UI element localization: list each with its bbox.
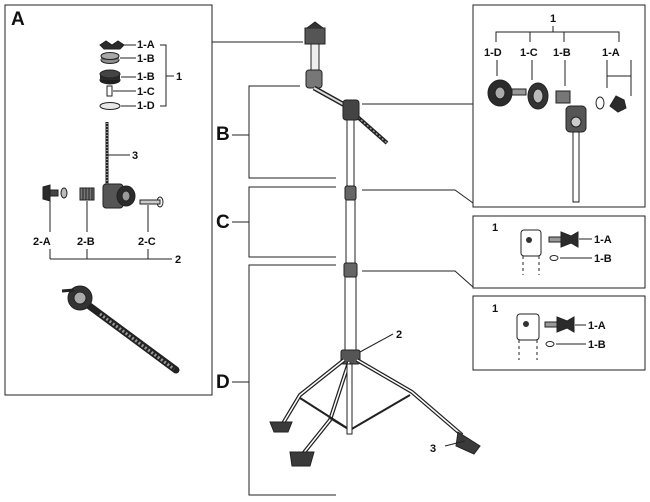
label-1c: 1-C xyxy=(137,86,155,98)
label-1d: 1-D xyxy=(137,100,155,112)
part-1c-sleeve xyxy=(106,85,113,97)
label-2a: 2-A xyxy=(33,236,51,248)
part-boom-rod-assembly xyxy=(61,285,180,374)
section-b-letter: B xyxy=(216,124,230,145)
top-right-label-1c: 1-C xyxy=(520,47,538,59)
label-1b-top: 1-B xyxy=(137,53,155,65)
top-right-label-1b: 1-B xyxy=(553,47,571,59)
label-1a: 1-A xyxy=(137,39,155,51)
panel-low-right-frame xyxy=(472,295,646,371)
label-3: 3 xyxy=(132,150,138,162)
mid-right-label-1b: 1-B xyxy=(594,253,612,265)
stand-callout-3: 3 xyxy=(430,443,436,455)
top-right-group-label: 1 xyxy=(550,13,556,25)
part-2c-bolt xyxy=(139,196,164,208)
low-right-parts xyxy=(516,313,575,360)
mid-right-group-label: 1 xyxy=(492,222,498,234)
top-right-label-1a: 1-A xyxy=(602,47,620,59)
low-right-label-1b: 1-B xyxy=(588,339,606,351)
low-right-label-1a: 1-A xyxy=(588,320,606,332)
label-2c: 2-C xyxy=(138,236,156,248)
panel-a-frame xyxy=(4,4,213,396)
part-1b-felt-bottom xyxy=(99,69,121,85)
part-1a-wingnut xyxy=(99,40,125,50)
panel-top-right-frame xyxy=(472,4,646,208)
part-2a-wingbolt xyxy=(42,184,68,202)
panel-a-letter: A xyxy=(11,9,25,30)
top-right-label-1d: 1-D xyxy=(484,47,502,59)
label-2b: 2-B xyxy=(77,236,95,248)
mid-right-parts xyxy=(520,229,579,275)
cymbal-stand xyxy=(269,21,481,467)
part-2b-spring xyxy=(79,187,95,201)
label-group-1: 1 xyxy=(176,71,182,83)
label-1b-bottom: 1-B xyxy=(137,71,155,83)
low-right-group-label: 1 xyxy=(492,303,498,315)
part-tilter-block xyxy=(102,183,136,209)
bracket-d xyxy=(248,264,336,496)
bracket-c xyxy=(248,186,336,258)
section-c-letter: C xyxy=(216,212,230,233)
stand-callout-2: 2 xyxy=(396,329,402,341)
bracket-b xyxy=(248,85,336,179)
part-1d-washer xyxy=(99,102,121,110)
label-group-2: 2 xyxy=(175,254,181,266)
mid-right-label-1a: 1-A xyxy=(594,234,612,246)
section-d-letter: D xyxy=(216,372,230,393)
panel-mid-right-frame xyxy=(472,215,646,289)
part-1b-felt-top xyxy=(100,52,120,64)
top-right-parts xyxy=(487,79,627,203)
